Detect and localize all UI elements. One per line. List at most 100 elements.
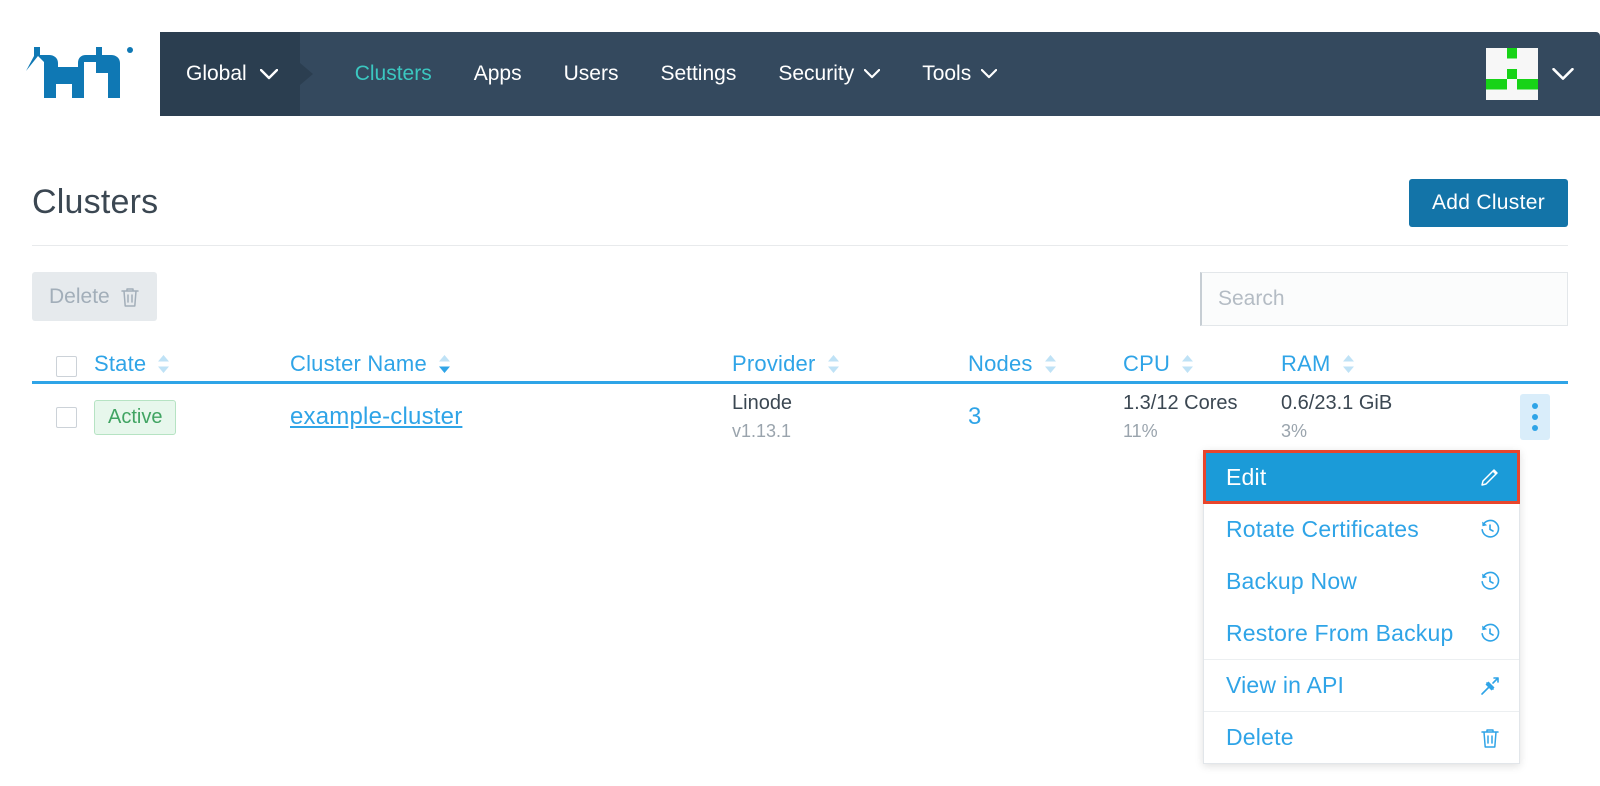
cpu-stack: 1.3/12 Cores 11% — [1123, 392, 1238, 442]
user-avatar-identicon — [1486, 48, 1538, 100]
search-box[interactable] — [1200, 272, 1568, 326]
column-header-provider[interactable]: Provider — [732, 351, 968, 377]
menu-item-edit[interactable]: Edit — [1203, 450, 1520, 504]
ram-percent: 3% — [1281, 421, 1308, 441]
row-select-cell — [32, 406, 94, 428]
sort-icon — [1340, 353, 1357, 375]
menu-item-restore-from-backup[interactable]: Restore From Backup — [1204, 607, 1519, 659]
cell-nodes: 3 — [968, 403, 1123, 431]
trash-icon — [120, 286, 140, 308]
rancher-bull-logo — [26, 47, 133, 98]
column-label: State — [94, 351, 147, 376]
cell-provider: Linode v1.13.1 — [732, 392, 968, 442]
row-select-checkbox[interactable] — [56, 406, 77, 428]
bulk-delete-button[interactable]: Delete — [32, 272, 157, 321]
page-title: Clusters — [32, 183, 159, 221]
provider-version: v1.13.1 — [732, 421, 792, 441]
row-action-menu: Edit Rotate Certificates Backup Now — [1203, 450, 1520, 764]
status-badge: Active — [94, 399, 177, 435]
column-header-cpu[interactable]: CPU — [1123, 351, 1281, 377]
menu-item-label: Delete — [1226, 724, 1294, 750]
select-all-header — [32, 356, 94, 377]
pencil-icon — [1479, 466, 1501, 488]
nav-item-users[interactable]: Users — [543, 32, 640, 116]
cell-actions — [1481, 394, 1568, 440]
menu-item-label: Restore From Backup — [1226, 619, 1454, 646]
kebab-dot — [1532, 403, 1538, 409]
kebab-dot — [1532, 414, 1538, 420]
ram-stack: 0.6/23.1 GiB 3% — [1281, 392, 1392, 442]
sort-icon-active — [436, 353, 453, 375]
nav-item-label: Tools — [922, 62, 972, 85]
provider-stack: Linode v1.13.1 — [732, 392, 792, 442]
cpu-value: 1.3/12 Cores — [1123, 392, 1238, 414]
cell-ram: 0.6/23.1 GiB 3% — [1281, 392, 1481, 442]
nav-scope-label: Global — [186, 62, 247, 85]
chevron-down-icon — [981, 69, 998, 79]
column-header-nodes[interactable]: Nodes — [968, 351, 1123, 377]
nav-scope-global[interactable]: Global — [160, 32, 300, 116]
search-input[interactable] — [1218, 287, 1551, 311]
nav-item-label: Security — [778, 62, 855, 85]
ram-value: 0.6/23.1 GiB — [1281, 392, 1393, 414]
nodes-count: 3 — [968, 403, 982, 430]
history-icon — [1479, 622, 1501, 644]
column-header-ram[interactable]: RAM — [1281, 351, 1481, 377]
menu-item-label: Rotate Certificates — [1226, 515, 1419, 542]
sort-icon — [1179, 353, 1196, 375]
column-label: Cluster Name — [290, 351, 427, 376]
menu-item-label: Edit — [1226, 463, 1267, 490]
column-header-state[interactable]: State — [94, 351, 290, 377]
history-icon — [1479, 570, 1501, 592]
sort-icon — [1042, 353, 1059, 375]
nav-item-label: Clusters — [354, 62, 432, 85]
menu-item-backup-now[interactable]: Backup Now — [1204, 555, 1519, 607]
history-icon — [1479, 518, 1501, 540]
user-menu-button[interactable] — [1486, 48, 1600, 100]
nav-item-label: Users — [563, 62, 619, 85]
menu-item-label: View in API — [1226, 672, 1345, 698]
nav-item-settings[interactable]: Settings — [639, 32, 757, 116]
cell-cluster-name: example-cluster — [290, 403, 732, 431]
menu-item-rotate-certificates[interactable]: Rotate Certificates — [1204, 503, 1519, 555]
sort-icon — [825, 353, 842, 375]
chevron-down-icon — [259, 68, 278, 80]
menu-item-label: Backup Now — [1226, 567, 1358, 594]
table-toolbar: Delete — [32, 272, 1568, 328]
column-label: Nodes — [968, 351, 1033, 376]
menu-item-delete[interactable]: Delete — [1204, 711, 1519, 763]
nav-item-list: Clusters Apps Users Settings Security To… — [300, 32, 1019, 116]
table-header-row: State Cluster Name Provider — [32, 336, 1568, 384]
kebab-dot — [1532, 425, 1538, 431]
nav-item-label: Apps — [473, 62, 522, 85]
kebab-menu-icon[interactable] — [1520, 394, 1550, 440]
page-header: Clusters Add Cluster — [32, 160, 1568, 246]
cell-cpu: 1.3/12 Cores 11% — [1123, 392, 1281, 442]
nav-item-tools[interactable]: Tools — [901, 32, 1018, 116]
top-navigation-bar: Global Clusters Apps Users Settings Secu… — [0, 32, 1600, 116]
cluster-name-link[interactable]: example-cluster — [290, 403, 463, 430]
select-all-checkbox[interactable] — [56, 356, 77, 377]
cell-state: Active — [94, 399, 290, 435]
nav-item-security[interactable]: Security — [757, 32, 901, 116]
table-row[interactable]: Active example-cluster Linode v1.13.1 3 … — [32, 384, 1568, 450]
provider-name: Linode — [732, 392, 793, 414]
column-label: RAM — [1281, 351, 1331, 376]
external-link-icon — [1479, 675, 1501, 697]
column-label: Provider — [732, 351, 816, 376]
rancher-logo[interactable] — [0, 32, 160, 116]
nav-item-clusters[interactable]: Clusters — [334, 32, 453, 116]
sort-icon — [155, 353, 172, 375]
chevron-down-icon — [864, 69, 881, 79]
nav-item-apps[interactable]: Apps — [453, 32, 543, 116]
add-cluster-button[interactable]: Add Cluster — [1408, 178, 1568, 227]
menu-item-view-in-api[interactable]: View in API — [1204, 659, 1519, 711]
bulk-delete-label: Delete — [49, 284, 110, 308]
clusters-table: State Cluster Name Provider — [32, 336, 1568, 450]
cpu-percent: 11% — [1123, 421, 1158, 441]
trash-icon — [1479, 727, 1501, 749]
column-header-cluster-name[interactable]: Cluster Name — [290, 351, 732, 377]
nav-main: Global Clusters Apps Users Settings Secu… — [160, 32, 1600, 116]
column-label: CPU — [1123, 351, 1171, 376]
nav-item-label: Settings — [660, 62, 737, 85]
